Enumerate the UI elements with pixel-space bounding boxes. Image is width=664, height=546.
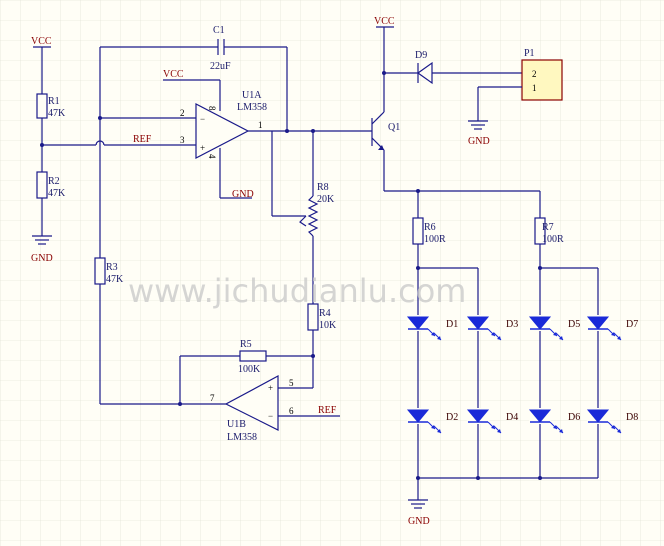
c1-ref: C1 (213, 25, 225, 36)
u1a-value: LM358 (237, 102, 267, 113)
gnd-label-u1a: GND (232, 189, 254, 200)
gnd-label-bottom: GND (408, 516, 430, 527)
u1b-ref: U1B (227, 419, 246, 430)
r7-ref: R7 (542, 222, 554, 233)
p1-pin-1: 1 (532, 83, 537, 93)
connector-p1: P1 2 1 (521, 48, 563, 101)
u1b-pin-minus: 6 (289, 406, 294, 416)
r4-ref: R4 (319, 308, 331, 319)
watermark: www.jichudianlu.com (128, 272, 466, 310)
p1-ref: P1 (524, 48, 535, 59)
r7-value: 100R (542, 234, 564, 245)
vcc-label-left: VCC (31, 36, 52, 47)
opamp-u1a: − + 2 3 1 8 4 U1A LM358 (180, 90, 267, 159)
opamp-u1b: + − 7 5 6 U1B LM358 (210, 374, 294, 443)
r3-value: 47K (106, 274, 124, 285)
gnd-label-left: GND (31, 253, 53, 264)
gnd-symbol-left: GND (31, 235, 53, 264)
vcc-label-u1a: VCC (163, 69, 184, 80)
q1-ref: Q1 (388, 122, 400, 133)
led-d2: D2 (406, 408, 458, 434)
u1b-pin-out: 7 (210, 393, 215, 403)
p1-pin-2: 2 (532, 69, 537, 79)
u1b-pin-plus: 5 (289, 378, 294, 388)
ref-label-u1a: REF (133, 134, 152, 145)
led-label-d4: D4 (506, 412, 518, 423)
led-label-d6: D6 (568, 412, 580, 423)
led-label-d1: D1 (446, 319, 458, 330)
led-d5: D5 (528, 315, 580, 341)
u1a-pin-out: 1 (258, 120, 263, 130)
svg-text:+: + (200, 143, 205, 153)
r8-ref: R8 (317, 182, 329, 193)
r2-value: 47K (48, 188, 66, 199)
u1a-pin-vcc: 8 (207, 106, 217, 111)
led-label-d3: D3 (506, 319, 518, 330)
r5-value: 100K (238, 364, 261, 375)
r6-ref: R6 (424, 222, 436, 233)
led-d3: D3 (466, 315, 518, 341)
led-d4: D4 (466, 408, 518, 434)
gnd-symbol-bottom: GND (408, 499, 430, 527)
svg-text:−: − (268, 411, 273, 421)
ref-label-u1b: REF (318, 405, 337, 416)
r4-value: 10K (319, 320, 337, 331)
led-label-d8: D8 (626, 412, 638, 423)
r8-value: 20K (317, 194, 335, 205)
u1a-pin-minus: 2 (180, 108, 185, 118)
capacitor-c1: C1 22uF (210, 25, 231, 72)
led-d6: D6 (528, 408, 580, 434)
d9-ref: D9 (415, 50, 427, 61)
u1a-pin-plus: 3 (180, 135, 185, 145)
u1a-pin-gnd: 4 (207, 154, 217, 159)
led-label-d5: D5 (568, 319, 580, 330)
led-label-d7: D7 (626, 319, 638, 330)
svg-text:+: + (268, 383, 273, 393)
transistor-q1: Q1 (371, 111, 400, 151)
gnd-label-p1: GND (468, 136, 490, 147)
r1-ref: R1 (48, 96, 60, 107)
r1-value: 47K (48, 108, 66, 119)
c1-value: 22uF (210, 61, 231, 72)
r5-ref: R5 (240, 339, 252, 350)
led-d7: D7 (586, 315, 638, 341)
led-d1: D1 (406, 315, 458, 341)
u1a-ref: U1A (242, 90, 262, 101)
u1b-value: LM358 (227, 432, 257, 443)
gnd-symbol-p1: GND (468, 120, 490, 147)
r3-ref: R3 (106, 262, 118, 273)
vcc-label-q1: VCC (374, 16, 395, 27)
r2-ref: R2 (48, 176, 60, 187)
led-label-d2: D2 (446, 412, 458, 423)
r6-value: 100R (424, 234, 446, 245)
led-d8: D8 (586, 408, 638, 434)
vcc-symbol-left: VCC (31, 36, 52, 94)
potentiometer-r8: R8 20K (317, 182, 335, 205)
svg-text:−: − (200, 114, 205, 124)
